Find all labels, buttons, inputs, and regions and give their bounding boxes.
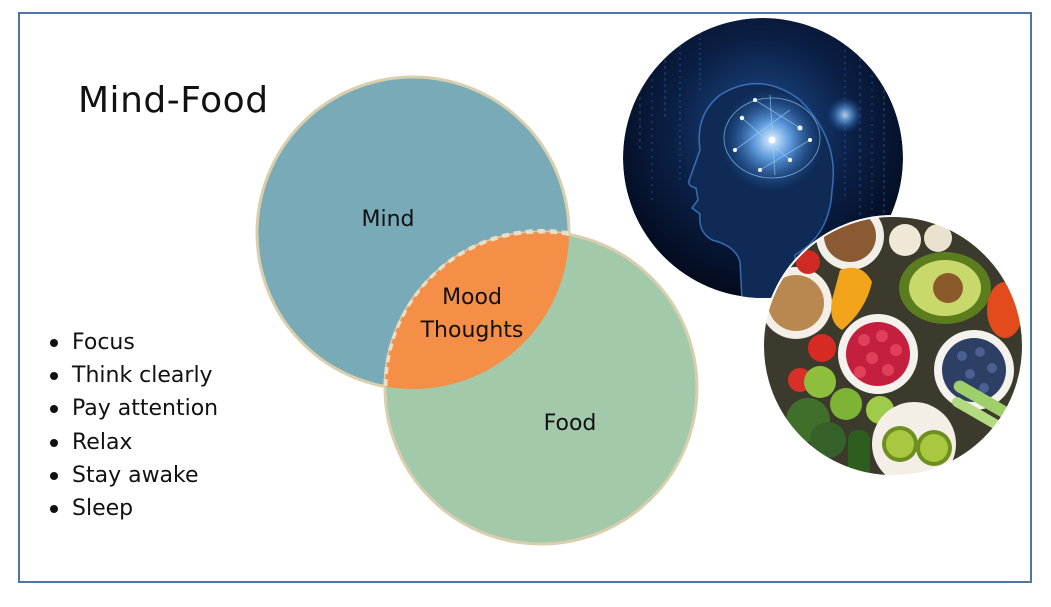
- venn-label-food: Food: [544, 411, 597, 436]
- bullet-item: Sleep: [48, 492, 218, 525]
- slide-title: Mind-Food: [78, 80, 269, 121]
- venn-label-overlap-line2: Thoughts: [420, 318, 524, 343]
- bullet-item: Think clearly: [48, 359, 218, 392]
- bullet-item: Pay attention: [48, 392, 218, 425]
- overlap-outline: [384, 228, 571, 387]
- venn-label-mind: Mind: [361, 207, 414, 232]
- bullet-item: Relax: [48, 426, 218, 459]
- food-image-border: [762, 215, 1024, 477]
- venn-label-overlap-line1: Mood: [442, 285, 502, 310]
- bullet-item: Stay awake: [48, 459, 218, 492]
- bullet-list: Focus Think clearly Pay attention Relax …: [48, 326, 218, 525]
- bullet-item: Focus: [48, 326, 218, 359]
- brain-image: [623, 18, 903, 298]
